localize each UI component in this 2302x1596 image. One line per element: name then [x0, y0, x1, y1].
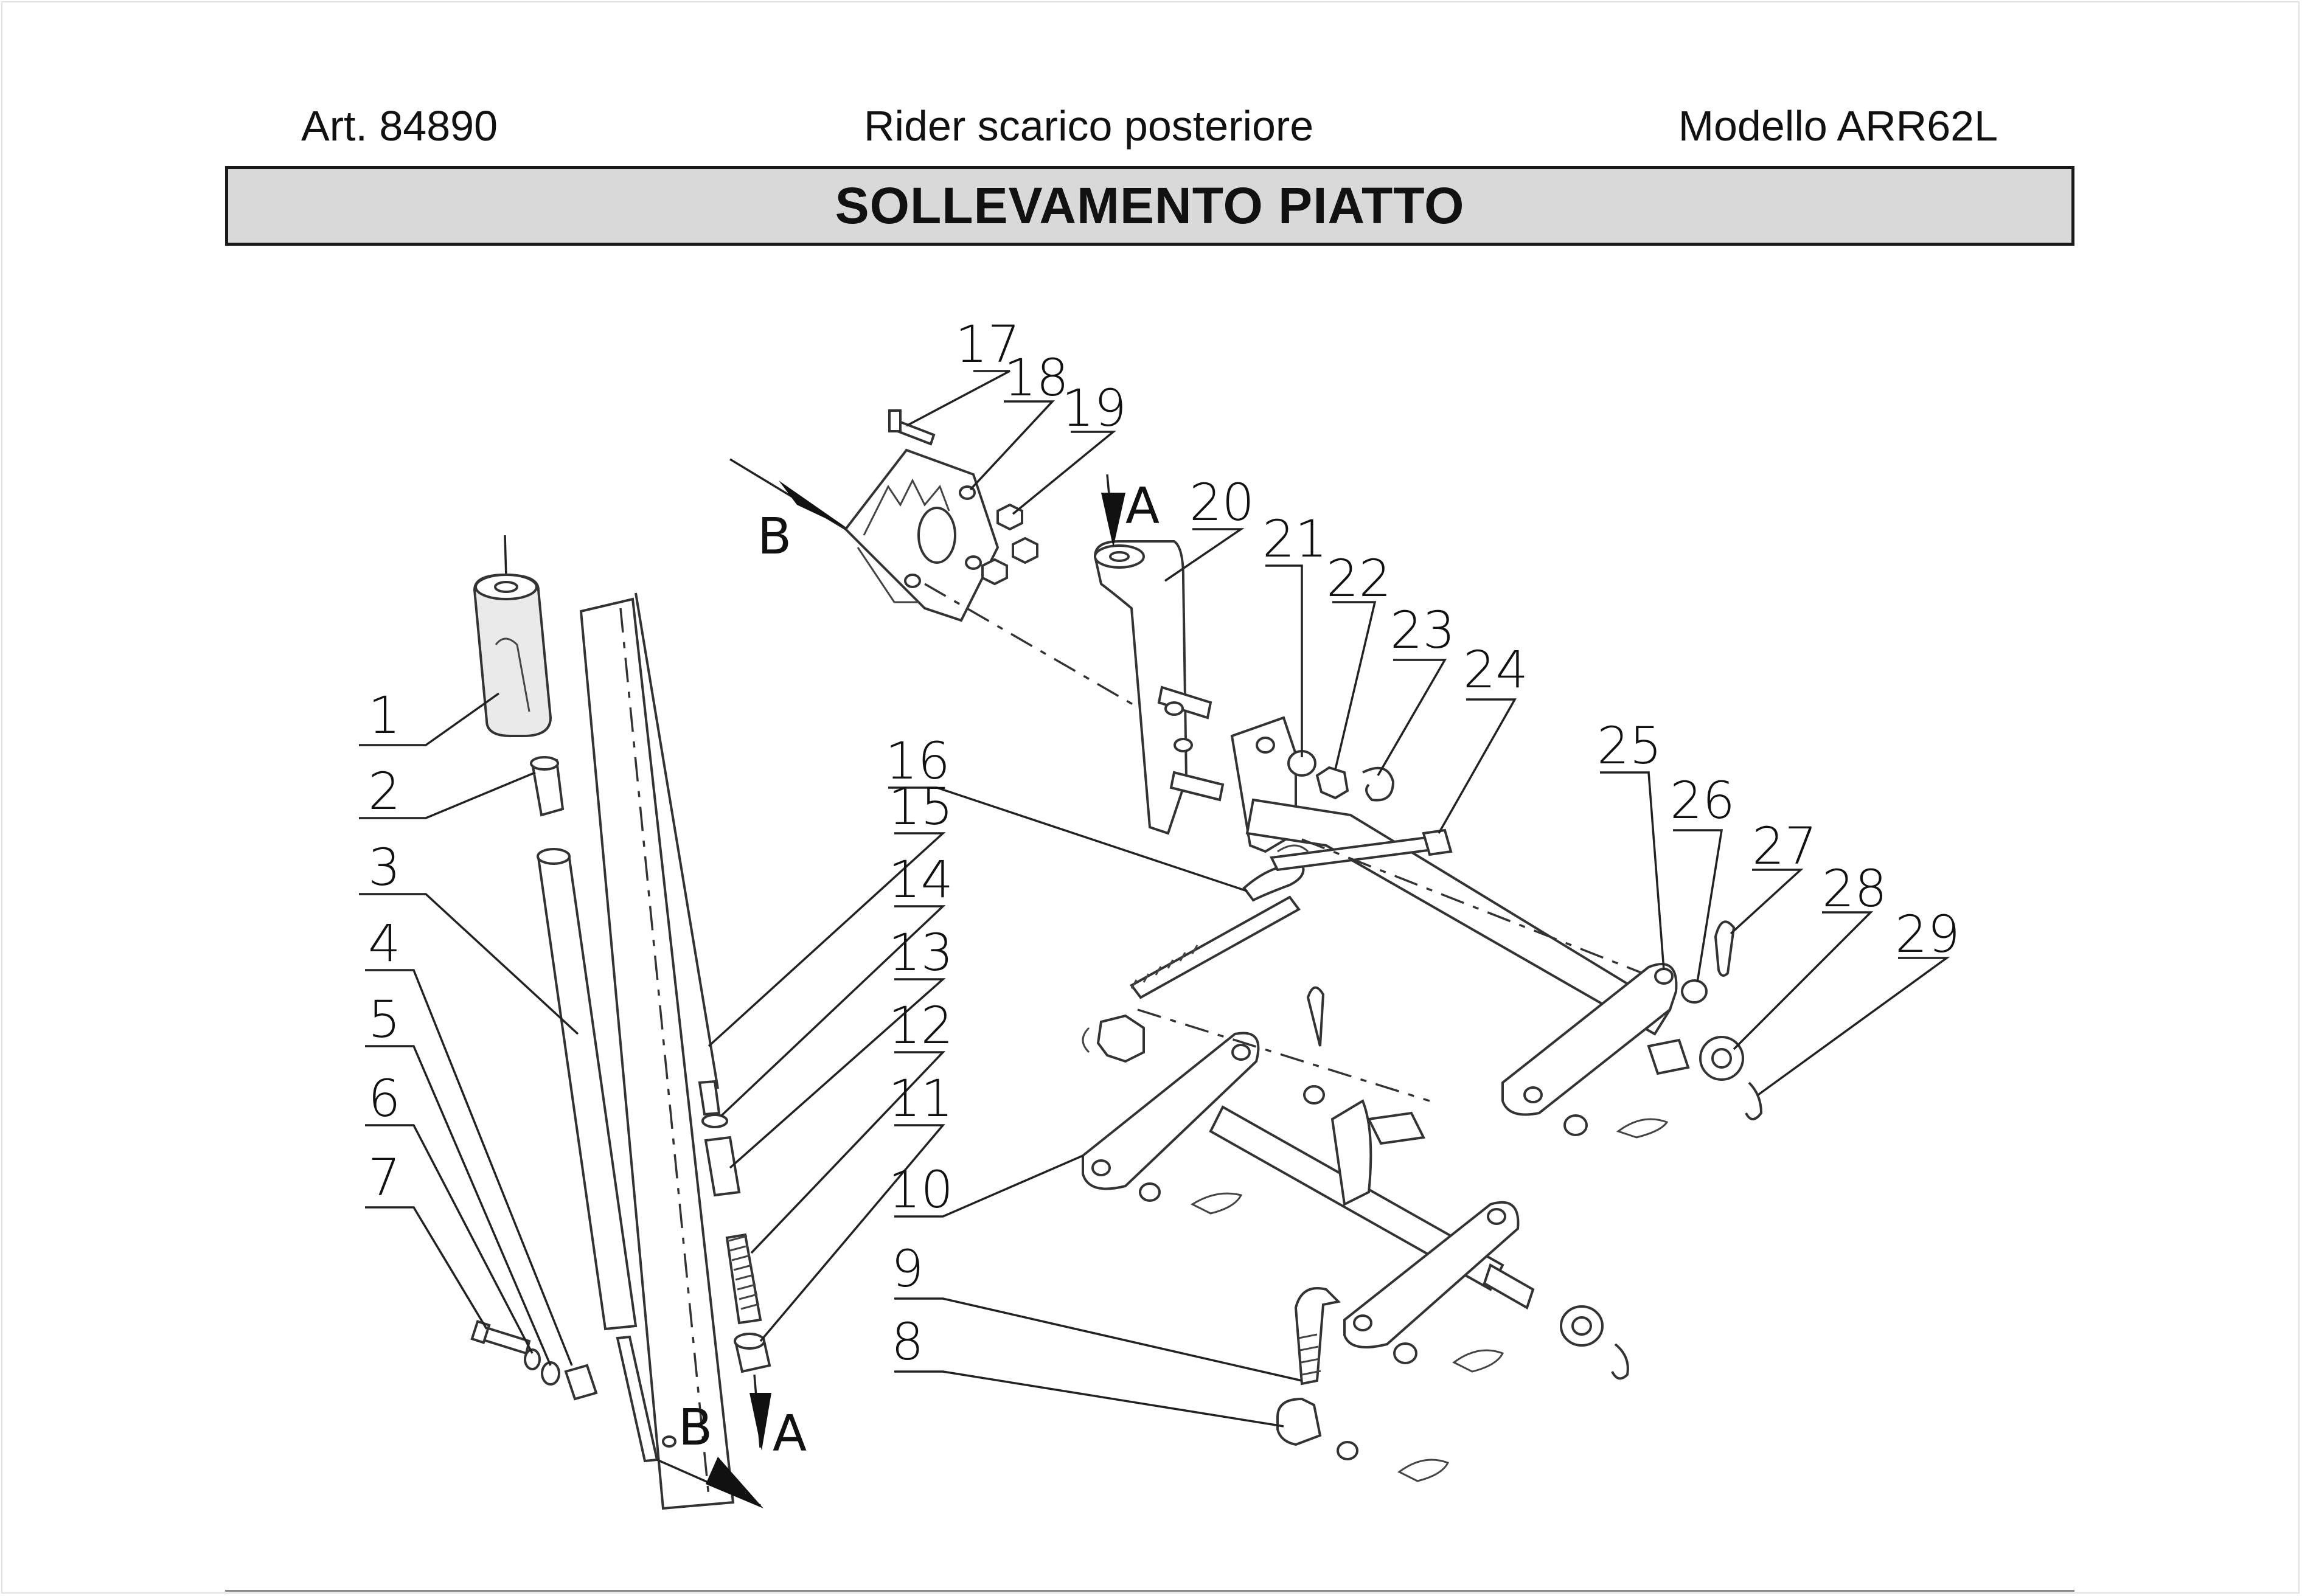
callout-13: 13 — [888, 923, 953, 982]
lower-arm-assembly — [1082, 986, 1629, 1482]
callout-14: 14 — [888, 850, 953, 909]
view-marker-b-top-label: B — [757, 508, 791, 566]
callout-18: 18 — [1004, 348, 1069, 408]
view-marker-a-bottom-label: A — [773, 1405, 807, 1463]
diagram-title: SOLLEVAMENTO PIATTO — [835, 177, 1465, 234]
callout-16: 16 — [885, 731, 950, 791]
callout-2: 2 — [368, 762, 400, 821]
callout-10: 10 — [888, 1160, 953, 1220]
footer-rule — [225, 1590, 2074, 1592]
title-bar: SOLLEVAMENTO PIATTO — [225, 166, 2074, 246]
callout-leaders — [359, 370, 1950, 1428]
callout-26: 26 — [1670, 771, 1735, 830]
view-marker-a-bottom: A — [749, 1374, 807, 1463]
callout-1: 1 — [368, 685, 400, 745]
callout-11: 11 — [888, 1069, 953, 1128]
view-marker-b-top: B — [729, 458, 849, 566]
callout-23: 23 — [1390, 600, 1455, 660]
callout-21: 21 — [1262, 509, 1327, 569]
callout-22: 22 — [1326, 549, 1391, 608]
callout-29: 29 — [1895, 904, 1960, 964]
callout-17: 17 — [955, 314, 1020, 374]
lift-handle-assembly — [470, 535, 771, 1510]
view-marker-a-top-label: A — [1125, 477, 1160, 535]
lever-shaft-assembly — [1093, 540, 1672, 1036]
callout-5: 5 — [368, 990, 400, 1049]
callout-6: 6 — [368, 1069, 400, 1128]
product-description: Rider scarico posteriore — [864, 102, 1314, 150]
callout-8: 8 — [891, 1312, 923, 1372]
view-marker-b-bottom-label: B — [678, 1399, 712, 1457]
callout-15: 15 — [888, 777, 953, 836]
view-marker-b-bottom: B — [656, 1399, 763, 1508]
view-marker-a-top: A — [1101, 474, 1160, 547]
callout-24: 24 — [1463, 640, 1528, 699]
callout-27: 27 — [1752, 816, 1817, 876]
callout-numbers: 1 2 3 4 5 6 7 8 9 10 11 12 13 14 15 16 1… — [368, 314, 1960, 1372]
callout-12: 12 — [888, 996, 953, 1055]
callout-7: 7 — [368, 1148, 400, 1207]
callout-20: 20 — [1189, 473, 1254, 532]
callout-3: 3 — [368, 838, 400, 897]
callout-25: 25 — [1597, 716, 1662, 775]
callout-19: 19 — [1062, 378, 1127, 438]
callout-28: 28 — [1822, 859, 1887, 918]
callout-4: 4 — [368, 914, 400, 973]
callout-9: 9 — [891, 1239, 923, 1299]
article-number: Art. 84890 — [301, 102, 498, 150]
sector-plate-assembly — [844, 409, 1156, 719]
model-number: Modello ARR62L — [1678, 102, 1998, 150]
